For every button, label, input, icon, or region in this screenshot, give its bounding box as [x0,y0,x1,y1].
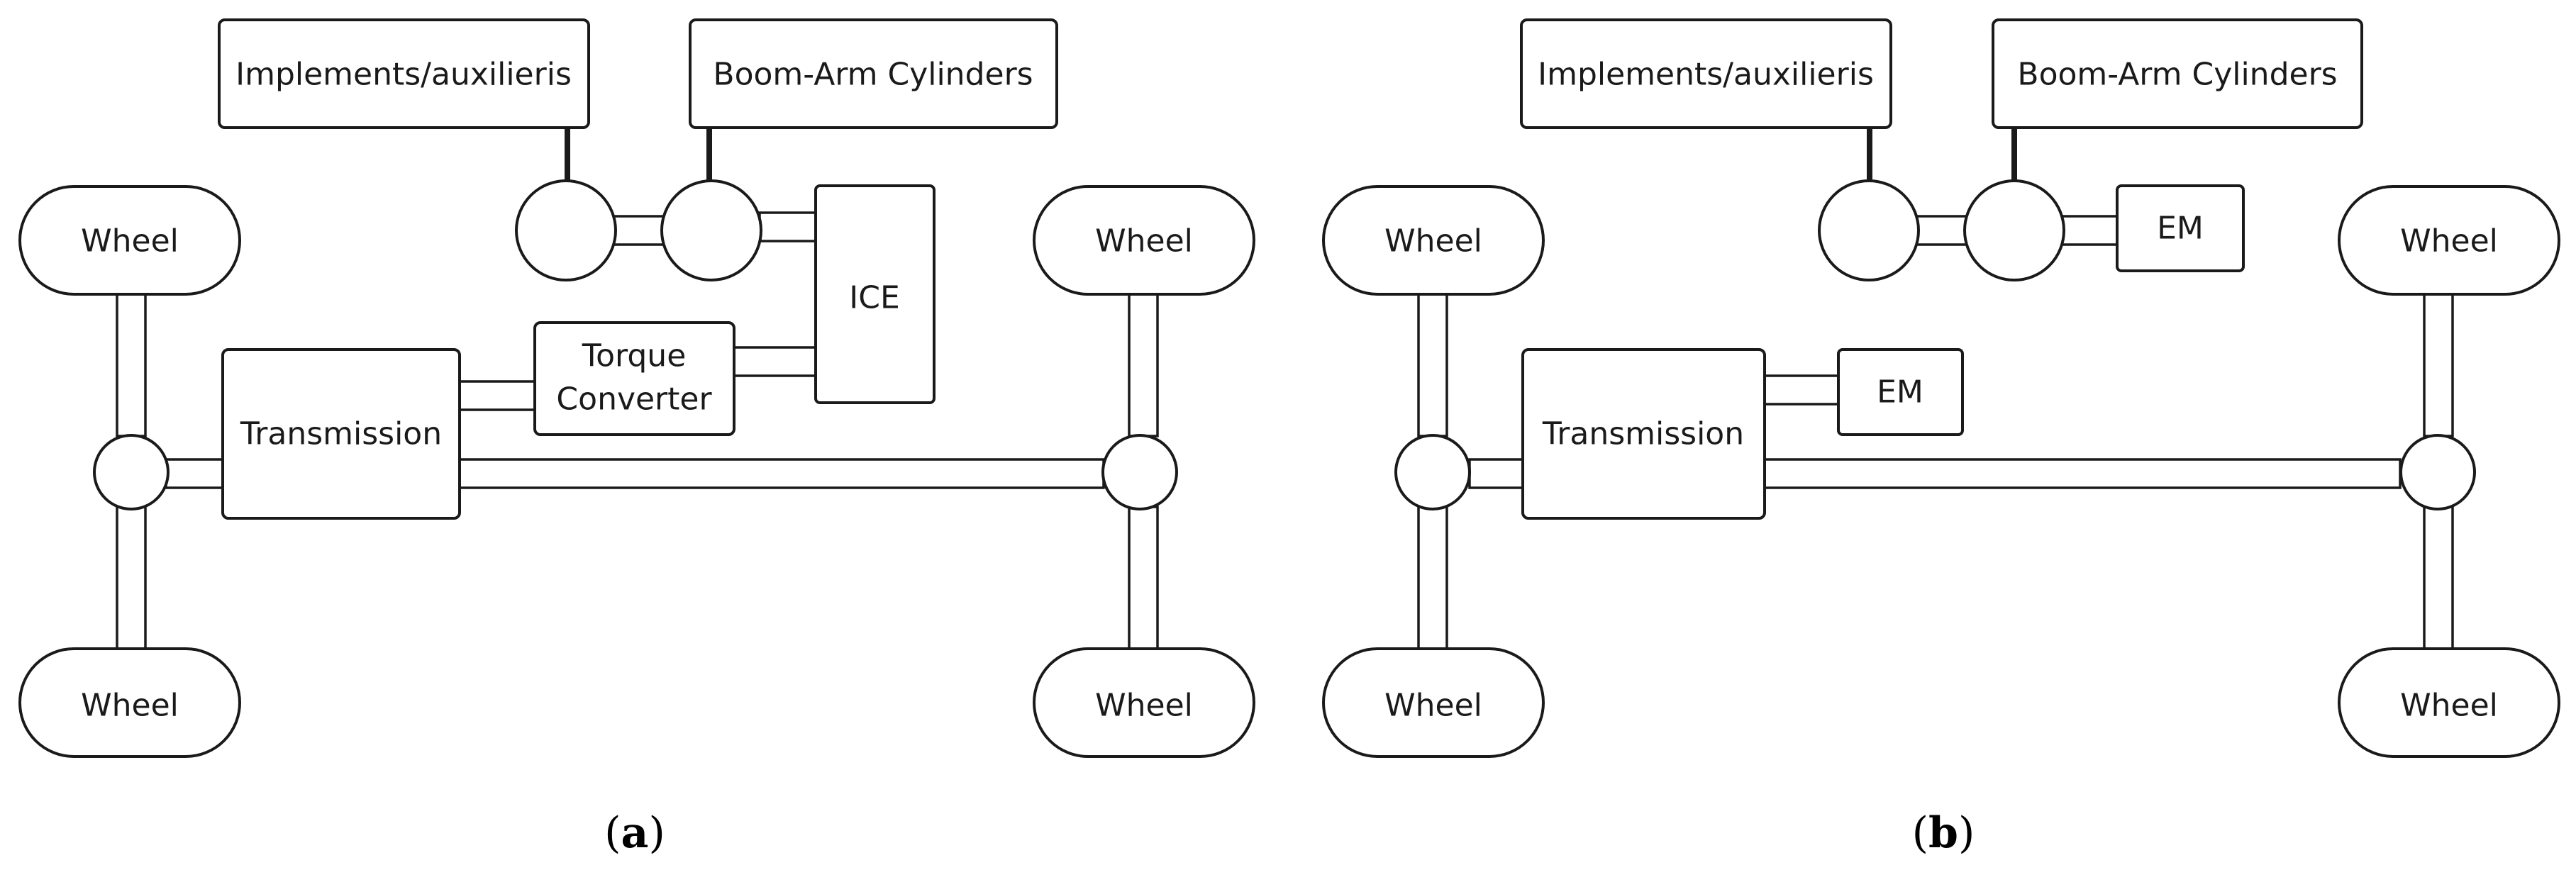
wheel-bottom-left [18,647,241,758]
em-transmission-label: EM [1877,374,1923,411]
torque-converter-label-line1: Torque [582,338,687,374]
implements-box [1520,18,1892,129]
em-transmission-box [1837,348,1964,436]
wheel-bottom-right-label: Wheel [2400,688,2498,724]
axle-shaft-left-lower [1417,506,1448,650]
em-pump-box [2116,184,2245,272]
panel-b: Implements/auxilieris Boom-Arm Cylinders… [1322,18,2560,858]
ice-box [814,184,936,404]
shaft-transmission-em [1763,374,1840,406]
axle-shaft-left-lower [116,506,147,650]
wheel-top-left [18,185,241,296]
wheel-top-right-label: Wheel [2400,223,2498,259]
wheel-top-right [2338,185,2560,296]
wheel-top-right [1033,185,1255,296]
wheel-top-left-label: Wheel [1384,223,1482,259]
shaft-pump-em [2059,215,2119,246]
shaft-diff-transmission [165,458,224,489]
em-pump-label: EM [2157,211,2204,247]
shaft-diff-transmission [1468,458,1524,489]
torque-converter-box [533,321,735,436]
caption-a-letter: a [621,808,649,858]
caption-a-close: ) [648,808,665,858]
wheel-top-left-label: Wheel [81,223,179,259]
transmission-label: Transmission [240,416,442,452]
implements-pump [1818,179,1920,281]
wheel-bottom-left-label: Wheel [1384,688,1482,724]
shaft-transmission-right-diff [458,458,1105,489]
differential-left [93,434,170,510]
torque-converter-label-line2: Converter [556,381,712,418]
wheel-bottom-left-label: Wheel [81,688,179,724]
axle-shaft-left-upper [1417,293,1448,437]
shaft-torque-converter-ice [733,346,817,377]
axle-shaft-right-lower [1128,506,1159,650]
differential-right [1101,434,1178,510]
implements-pump [515,179,617,281]
implements-label: Implements/auxilieris [235,57,572,93]
transmission-box [221,348,461,520]
boom-pump [660,179,762,281]
caption-a-open: ( [604,808,621,858]
transmission-box [1521,348,1766,520]
axle-shaft-right-lower [2423,506,2454,650]
shaft-pump-ice [758,211,817,242]
axle-shaft-right-upper [1128,293,1159,437]
wheel-bottom-left [1322,647,1545,758]
axle-shaft-right-upper [2423,293,2454,437]
differential-left [1394,434,1471,510]
caption-b-letter: b [1928,808,1958,858]
shaft-transmission-right-diff [1763,458,2402,489]
differential-right [2399,434,2476,510]
caption-b: (b) [1912,808,1975,858]
axle-shaft-left-upper [116,293,147,437]
boom-arm-box [689,18,1058,129]
boom-arm-label: Boom-Arm Cylinders [2017,57,2337,93]
caption-a: (a) [604,808,665,858]
implements-box [218,18,590,129]
panel-a: Implements/auxilieris Boom-Arm Cylinders… [18,18,1255,858]
wheel-bottom-right-label: Wheel [1095,688,1193,724]
boom-arm-box [1992,18,2363,129]
shaft-transmission-torque-converter [458,380,536,411]
wheel-bottom-right [2338,647,2560,758]
shaft-pump-pump [1915,215,1970,246]
shaft-pump-pump [610,215,668,246]
implements-label: Implements/auxilieris [1538,57,1874,93]
wheel-bottom-right [1033,647,1255,758]
caption-b-open: ( [1912,808,1928,858]
ice-label: ICE [849,280,900,316]
boom-pump [1963,179,2065,281]
transmission-label: Transmission [1542,416,1744,452]
caption-b-close: ) [1958,808,1975,858]
wheel-top-left [1322,185,1545,296]
boom-arm-label: Boom-Arm Cylinders [713,57,1033,93]
wheel-top-right-label: Wheel [1095,223,1193,259]
